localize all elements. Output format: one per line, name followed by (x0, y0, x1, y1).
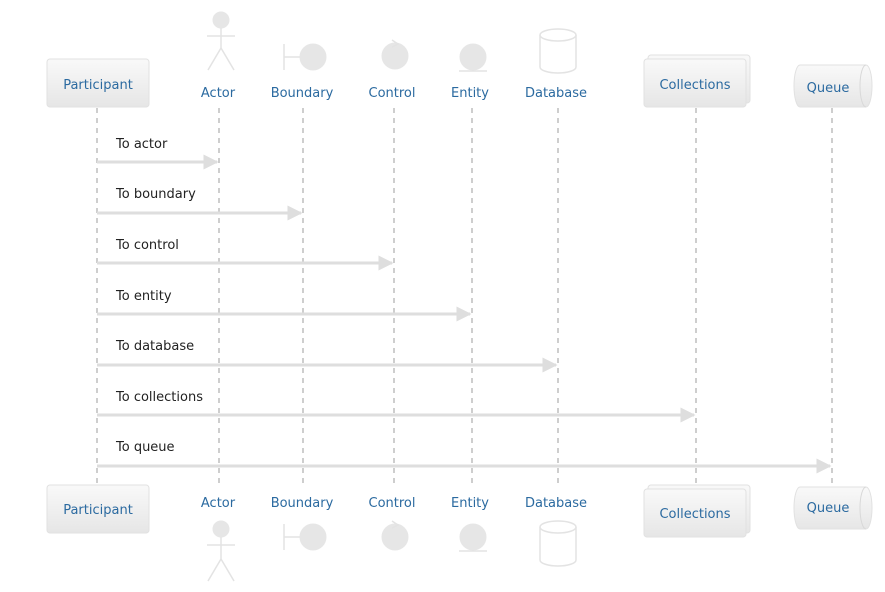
message-1-label: To actor (115, 137, 168, 152)
queue-head-top[interactable]: Queue (793, 64, 873, 108)
boundary-head-top[interactable]: Boundary (271, 43, 334, 101)
control-label: Control (369, 86, 416, 101)
boundary-head-bottom[interactable]: Boundary (271, 496, 334, 551)
message-4[interactable]: To entity (97, 289, 472, 322)
control-icon (381, 39, 409, 70)
collections-label-bottom: Collections (659, 507, 730, 522)
entity-icon (459, 43, 487, 72)
queue-head-bottom[interactable]: Queue (793, 486, 873, 530)
entity-head-bottom[interactable]: Entity (451, 496, 489, 552)
database-label-bottom: Database (525, 496, 587, 511)
boundary-icon-bottom (283, 523, 327, 551)
message-5[interactable]: To database (97, 339, 558, 373)
collections-head-top[interactable]: Collections (643, 54, 751, 108)
database-label: Database (525, 86, 587, 101)
entity-icon-bottom (459, 523, 487, 552)
control-head-top[interactable]: Control (369, 39, 416, 101)
boundary-label-bottom: Boundary (271, 496, 334, 511)
message-6-label: To collections (115, 390, 203, 405)
entity-head-top[interactable]: Entity (451, 43, 489, 101)
participant-head-bottom[interactable]: Participant (46, 484, 150, 534)
database-head-bottom[interactable]: Database (525, 496, 587, 567)
database-icon-bottom (539, 520, 577, 567)
boundary-icon (283, 43, 327, 71)
control-icon-bottom (381, 520, 409, 551)
boundary-label: Boundary (271, 86, 334, 101)
entity-label-bottom: Entity (451, 496, 489, 511)
queue-label-bottom: Queue (807, 501, 850, 516)
message-7-label: To queue (115, 440, 175, 455)
actor-icon-bottom (207, 520, 235, 582)
message-4-label: To entity (115, 289, 172, 304)
collections-label: Collections (659, 78, 730, 93)
queue-label: Queue (807, 81, 850, 96)
actor-head-top[interactable]: Actor (201, 11, 236, 101)
actor-label: Actor (201, 86, 236, 101)
message-2[interactable]: To boundary (97, 187, 303, 221)
control-label-bottom: Control (369, 496, 416, 511)
message-5-label: To database (115, 339, 194, 354)
message-3-label: To control (115, 238, 179, 253)
participant-label: Participant (63, 78, 133, 93)
lifelines (96, 108, 833, 484)
actor-icon (207, 11, 235, 71)
actor-head-bottom[interactable]: Actor (201, 496, 236, 582)
entity-label: Entity (451, 86, 489, 101)
control-head-bottom[interactable]: Control (369, 496, 416, 551)
message-7[interactable]: To queue (97, 440, 832, 474)
participant-head-top[interactable]: Participant (46, 58, 150, 108)
collections-head-bottom[interactable]: Collections (643, 484, 751, 538)
message-2-label: To boundary (115, 187, 196, 202)
message-3[interactable]: To control (97, 238, 394, 271)
actor-label-bottom: Actor (201, 496, 236, 511)
database-icon (539, 28, 577, 74)
database-head-top[interactable]: Database (525, 28, 587, 101)
participant-label-bottom: Participant (63, 503, 133, 518)
message-1[interactable]: To actor (97, 137, 219, 170)
message-6[interactable]: To collections (97, 390, 696, 423)
